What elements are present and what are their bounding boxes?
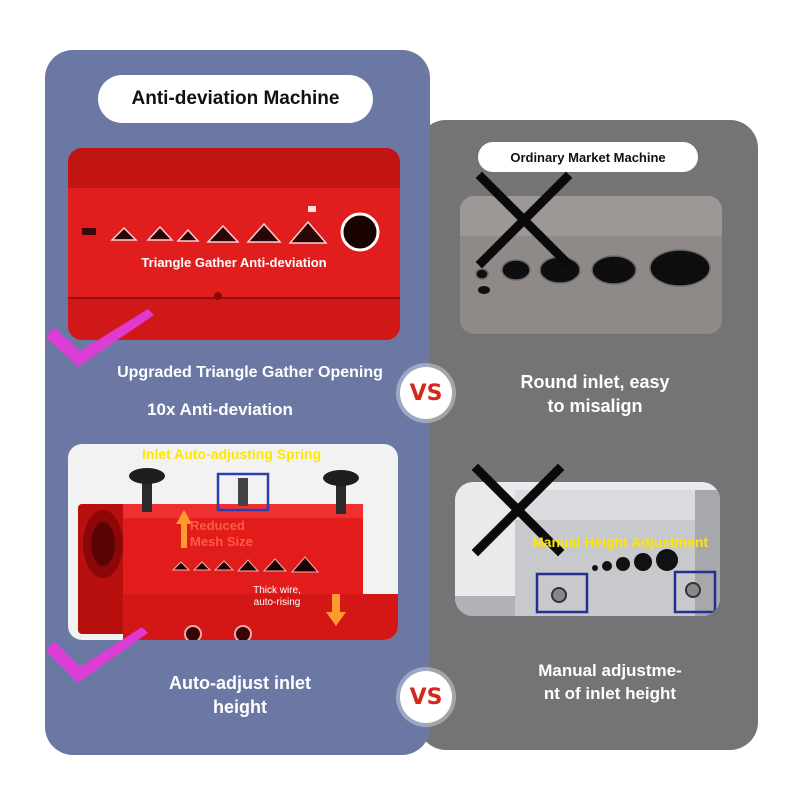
manual-height-label: Manual Height Adjustment: [532, 534, 709, 550]
anti-deviation-caption: 10x Anti-deviation: [147, 400, 293, 419]
vs-badge-bottom: VS: [400, 671, 452, 723]
upgraded-caption: Upgraded Triangle Gather Opening: [117, 364, 383, 381]
round-inlet-caption: Round inlet, easy to misalign: [520, 372, 670, 416]
manual-height-photo: [455, 482, 720, 616]
check-icon: [46, 627, 148, 683]
anti-deviation-title: Anti-deviation Machine: [98, 75, 373, 123]
thick-wire-label: Thick wire, auto-rising: [253, 585, 301, 608]
vs-badge-top: VS: [400, 367, 452, 419]
cross-icon: [471, 463, 565, 557]
spring-label: Inlet Auto-adjusting Spring: [142, 446, 322, 462]
auto-adjust-machine-photo: [68, 444, 398, 640]
manual-adjust-caption: Manual adjustme- nt of inlet height: [538, 661, 682, 703]
reduced-mesh-label: Reduced Mesh Size: [190, 518, 253, 549]
triangle-gather-label: Triangle Gather Anti-deviation: [141, 255, 327, 270]
triangle-inlet-photo: Triangle Gather Anti-deviation: [68, 148, 400, 340]
round-inlet-photo: [460, 196, 722, 334]
auto-adjust-caption: Auto-adjust inlet height: [169, 673, 311, 717]
cross-icon: [475, 171, 573, 269]
check-icon: [46, 309, 154, 367]
ordinary-title: Ordinary Market Machine: [478, 142, 698, 172]
